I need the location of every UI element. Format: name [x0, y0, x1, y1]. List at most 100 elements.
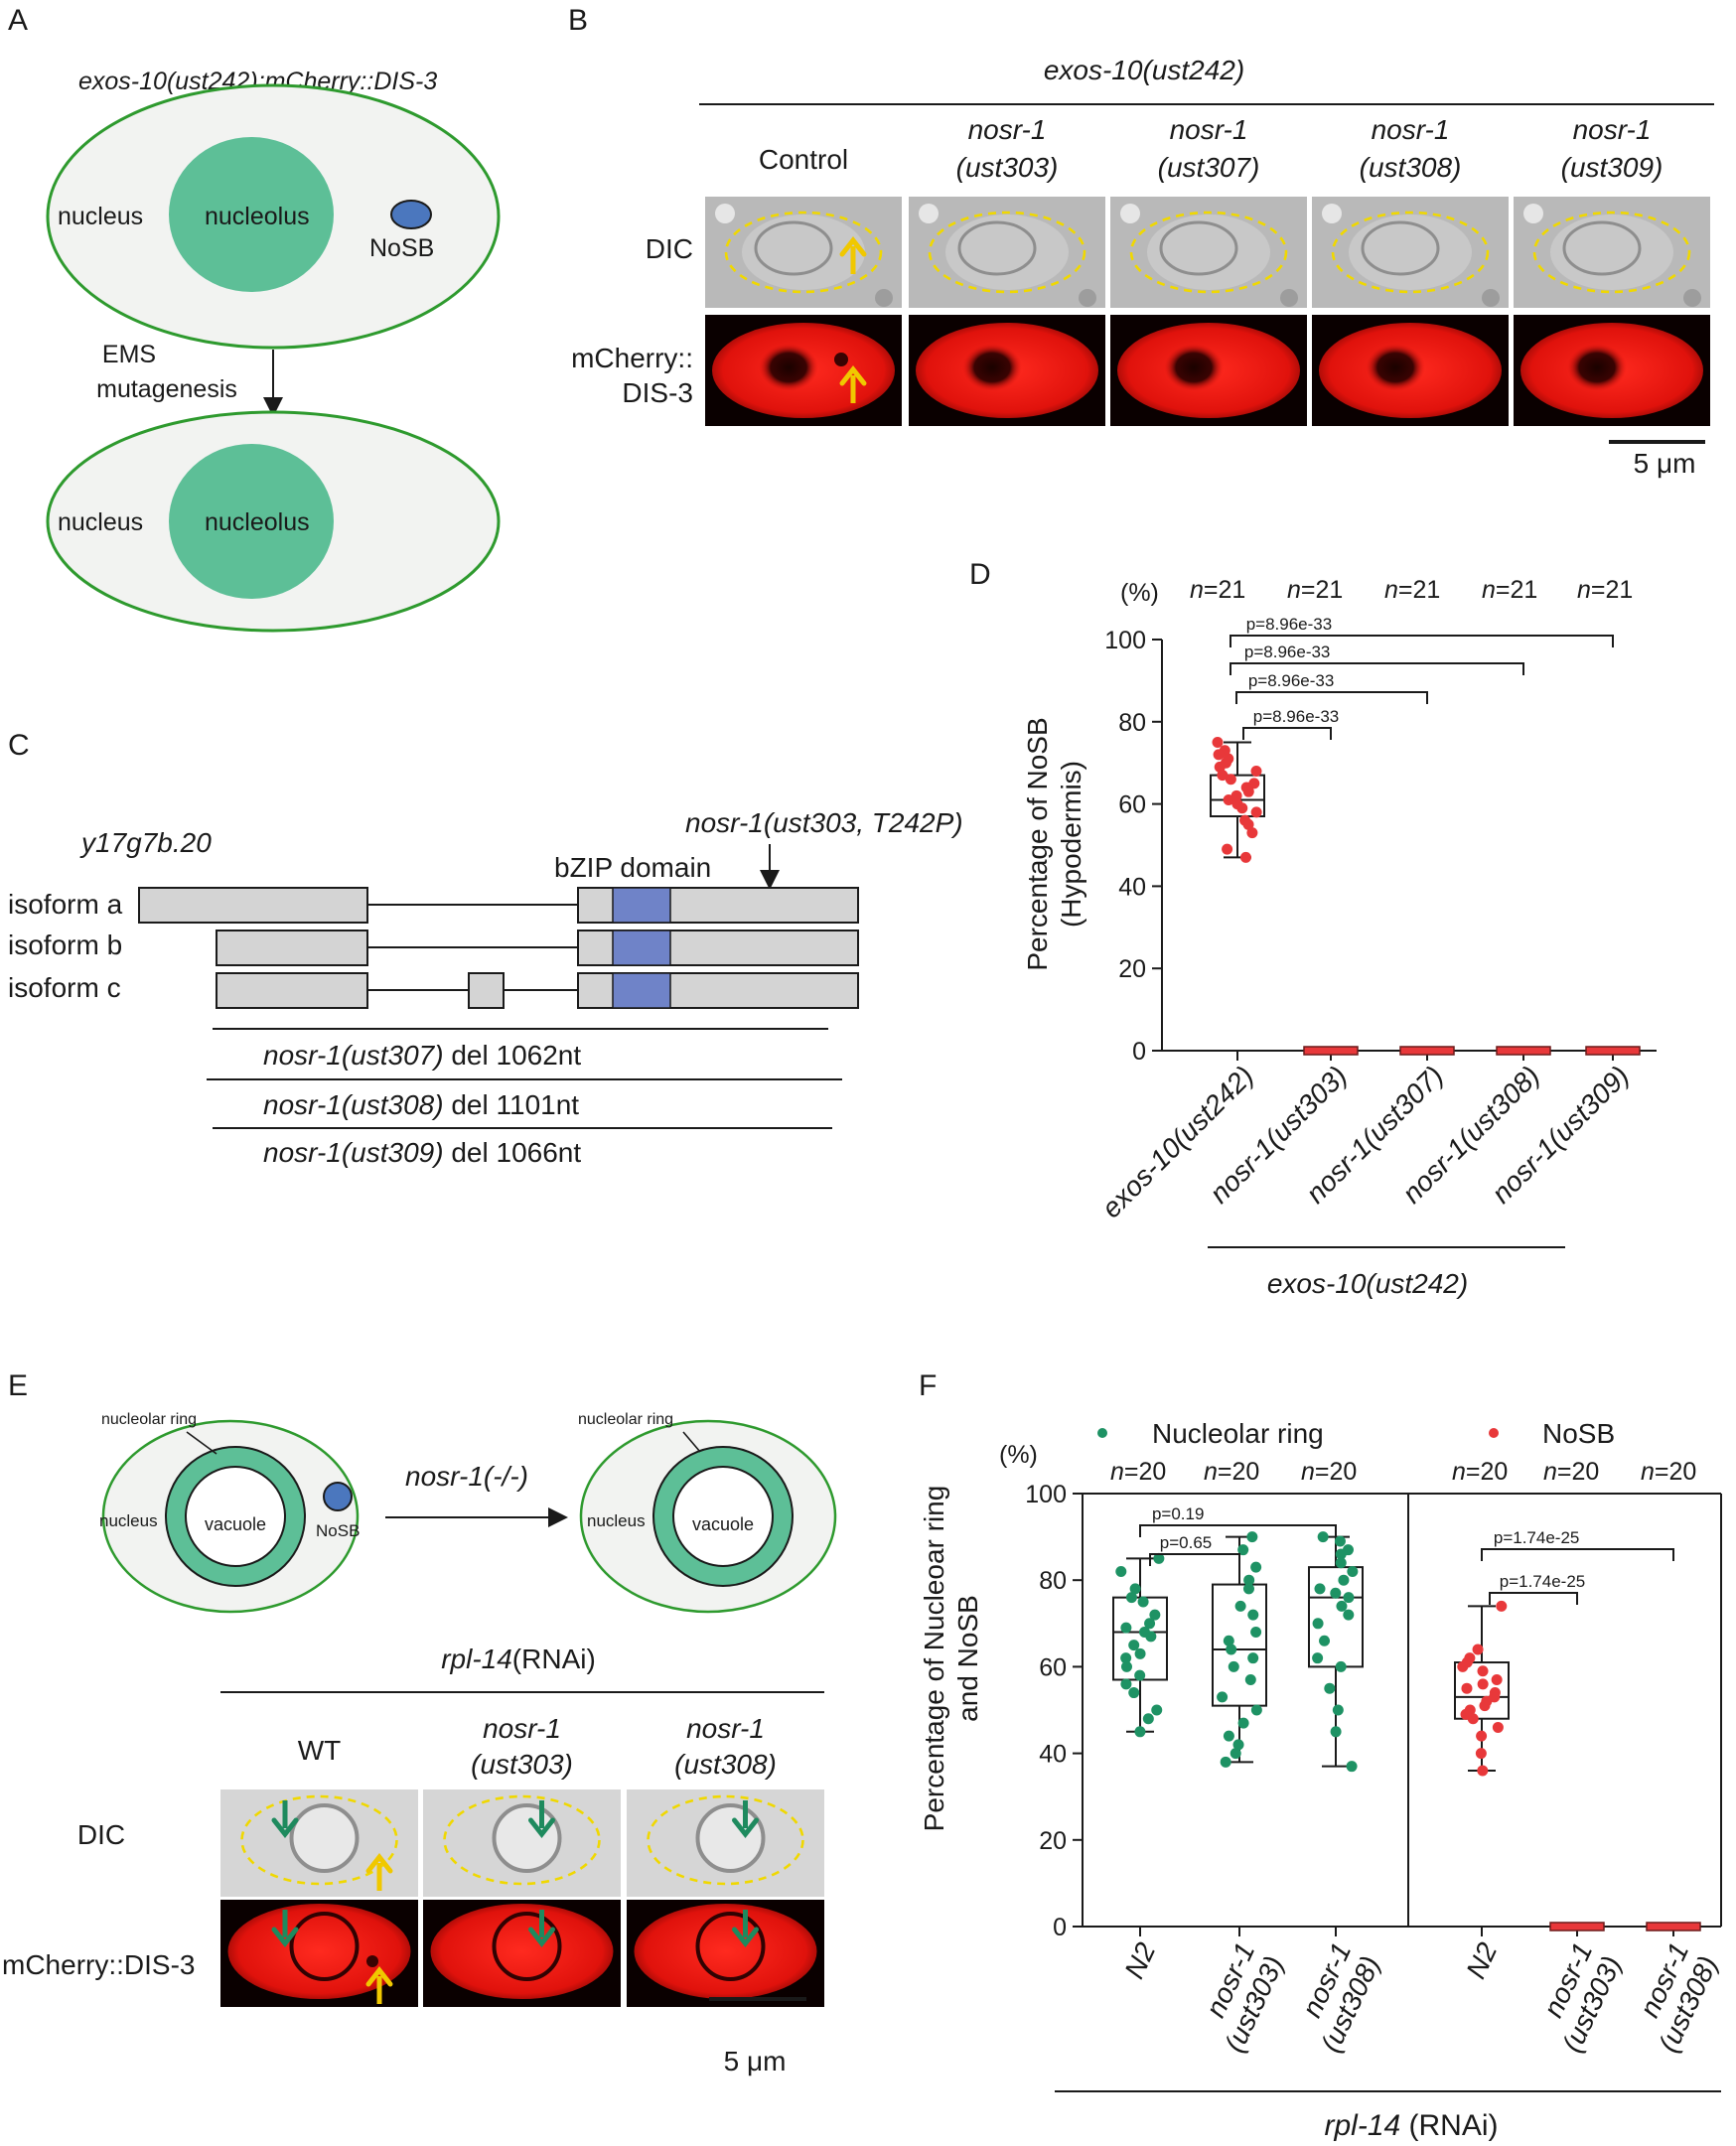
- data-point: [1214, 761, 1226, 773]
- data-point: [1242, 786, 1254, 797]
- data-point: [1247, 1609, 1259, 1621]
- iqr-box: [1308, 1566, 1364, 1668]
- e-nosb-arrow-mcherry: [365, 1965, 393, 2004]
- e-vacuole-label-2: vacuole: [692, 1514, 754, 1534]
- e-ring-arrow-mcherry-2: [732, 1910, 759, 1948]
- data-point: [1496, 1600, 1508, 1612]
- b-mcherry-image-2: [1110, 315, 1307, 426]
- e-mcherry-image-0: [220, 1900, 418, 2007]
- y-tick-label: 80: [1039, 1567, 1067, 1595]
- f-chart: 020406080100p=0.65p=0.19p=1.74e-25p=1.74…: [1025, 1481, 1723, 2057]
- data-point: [1120, 1678, 1132, 1690]
- data-point: [1237, 1717, 1249, 1729]
- data-point: [1212, 737, 1224, 748]
- b-mcherry-image-4: [1514, 315, 1710, 426]
- e-ring-arrow-mcherry-0: [271, 1910, 299, 1948]
- significance-bracket: p=8.96e-33: [1230, 615, 1614, 647]
- p-value-label: p=0.19: [1152, 1504, 1204, 1523]
- data-point: [1134, 1726, 1146, 1738]
- data-point: [1476, 1730, 1488, 1742]
- b-mcherry-image-3: [1312, 315, 1509, 426]
- data-point: [1115, 1565, 1127, 1577]
- b-dic-image-1: [909, 197, 1105, 308]
- del-ust309: nosr-1(ust309) del 1066nt: [263, 1137, 581, 1168]
- data-point: [1332, 1704, 1344, 1716]
- nucleus-label-1: nucleus: [58, 203, 143, 230]
- data-point: [1314, 1583, 1326, 1595]
- box-15: [1646, 1922, 1701, 1931]
- e-row-mcherry: mCherry::DIS-3: [2, 1949, 195, 1980]
- nucleus-label-2: nucleus: [58, 508, 143, 536]
- data-point: [1228, 1660, 1239, 1672]
- f-ylabel-1: Percentage of Nucleoar ring: [919, 1486, 949, 1832]
- e-ring-label: nucleolar ring: [101, 1411, 197, 1428]
- e-mcherry-image-2: [627, 1900, 824, 2007]
- significance-bracket: p=8.96e-33: [1242, 707, 1340, 740]
- data-point: [1312, 1618, 1324, 1630]
- data-point: [1336, 1600, 1348, 1612]
- data-point: [1153, 1552, 1165, 1564]
- panel-b-header: exos-10(ust242): [1044, 55, 1244, 85]
- e-col-label-1: nosr-1: [483, 1713, 561, 1744]
- y-tick-label: 60: [1118, 791, 1146, 819]
- e-nosb-arrow-dic: [365, 1852, 393, 1891]
- f-legend-ring: Nucleolar ring: [1152, 1418, 1324, 1449]
- isoform-a-exon1: [138, 887, 368, 924]
- e-ring-arrow-dic-2: [732, 1800, 759, 1839]
- y-tick-label: 0: [1132, 1038, 1146, 1066]
- p-value-label: p=8.96e-33: [1244, 643, 1331, 661]
- data-point: [1129, 1583, 1141, 1595]
- del-ust307: nosr-1(ust307) del 1062nt: [263, 1040, 581, 1071]
- isoform-c-bzip: [612, 972, 671, 1009]
- e-col-label-2: nosr-1: [686, 1713, 765, 1744]
- f-n-label-2: n=20: [1301, 1458, 1357, 1486]
- data-point: [1250, 1627, 1262, 1639]
- e-col-label2-1: (ust303): [471, 1749, 573, 1780]
- data-point: [1120, 1652, 1132, 1664]
- panel-a-letter: A: [8, 4, 28, 37]
- data-point: [1335, 1660, 1347, 1672]
- panel-b-letter: B: [568, 4, 588, 37]
- data-point: [1346, 1761, 1358, 1773]
- b-row-dic: DIC: [646, 233, 693, 264]
- f-x-label-5: nosr-1(ust308): [1624, 1937, 1724, 2057]
- d-unit: (%): [1120, 579, 1159, 607]
- significance-bracket: p=0.19: [1139, 1504, 1337, 1537]
- data-point: [1223, 1635, 1234, 1646]
- f-n-label-0: n=20: [1110, 1458, 1166, 1486]
- panel-e-letter: E: [8, 1369, 28, 1402]
- f-unit: (%): [999, 1441, 1038, 1469]
- point-mutation: nosr-1(ust303, T242P): [685, 807, 963, 838]
- b-row-mcherry-2: DIS-3: [622, 377, 693, 408]
- iqr-box: [1454, 1661, 1510, 1720]
- data-point: [1250, 806, 1262, 818]
- box-10: [1112, 1552, 1168, 1738]
- data-point: [1134, 1647, 1146, 1659]
- nucleolus-before: [169, 137, 334, 292]
- d-chart: 020406080100p=8.96e-33p=8.96e-33p=8.96e-…: [1095, 615, 1657, 1223]
- zero-box: [1585, 1046, 1641, 1056]
- zero-box: [1496, 1046, 1551, 1056]
- box-2: [1399, 1046, 1455, 1056]
- p-value-label: p=1.74e-25: [1494, 1528, 1580, 1547]
- data-point: [1247, 1652, 1259, 1664]
- data-point: [1246, 1531, 1258, 1543]
- data-point: [1492, 1721, 1504, 1733]
- data-point: [1475, 1748, 1487, 1760]
- b-col-label2-1: (ust303): [956, 152, 1059, 183]
- b-mcherry-image-1: [909, 315, 1105, 426]
- data-point: [1330, 1587, 1342, 1599]
- data-point: [1244, 1673, 1256, 1685]
- data-point: [1472, 1644, 1484, 1655]
- zero-box: [1549, 1922, 1605, 1931]
- p-value-label: p=8.96e-33: [1253, 707, 1340, 726]
- significance-bracket: p=8.96e-33: [1235, 671, 1428, 704]
- f-x-label-0: N2: [1118, 1937, 1161, 1983]
- del-ust308: nosr-1(ust308) del 1101nt: [263, 1089, 579, 1120]
- isoform-b-exon1: [216, 930, 368, 966]
- p-value-label: p=8.96e-33: [1248, 671, 1335, 690]
- e-dic-image-1: [423, 1789, 621, 1897]
